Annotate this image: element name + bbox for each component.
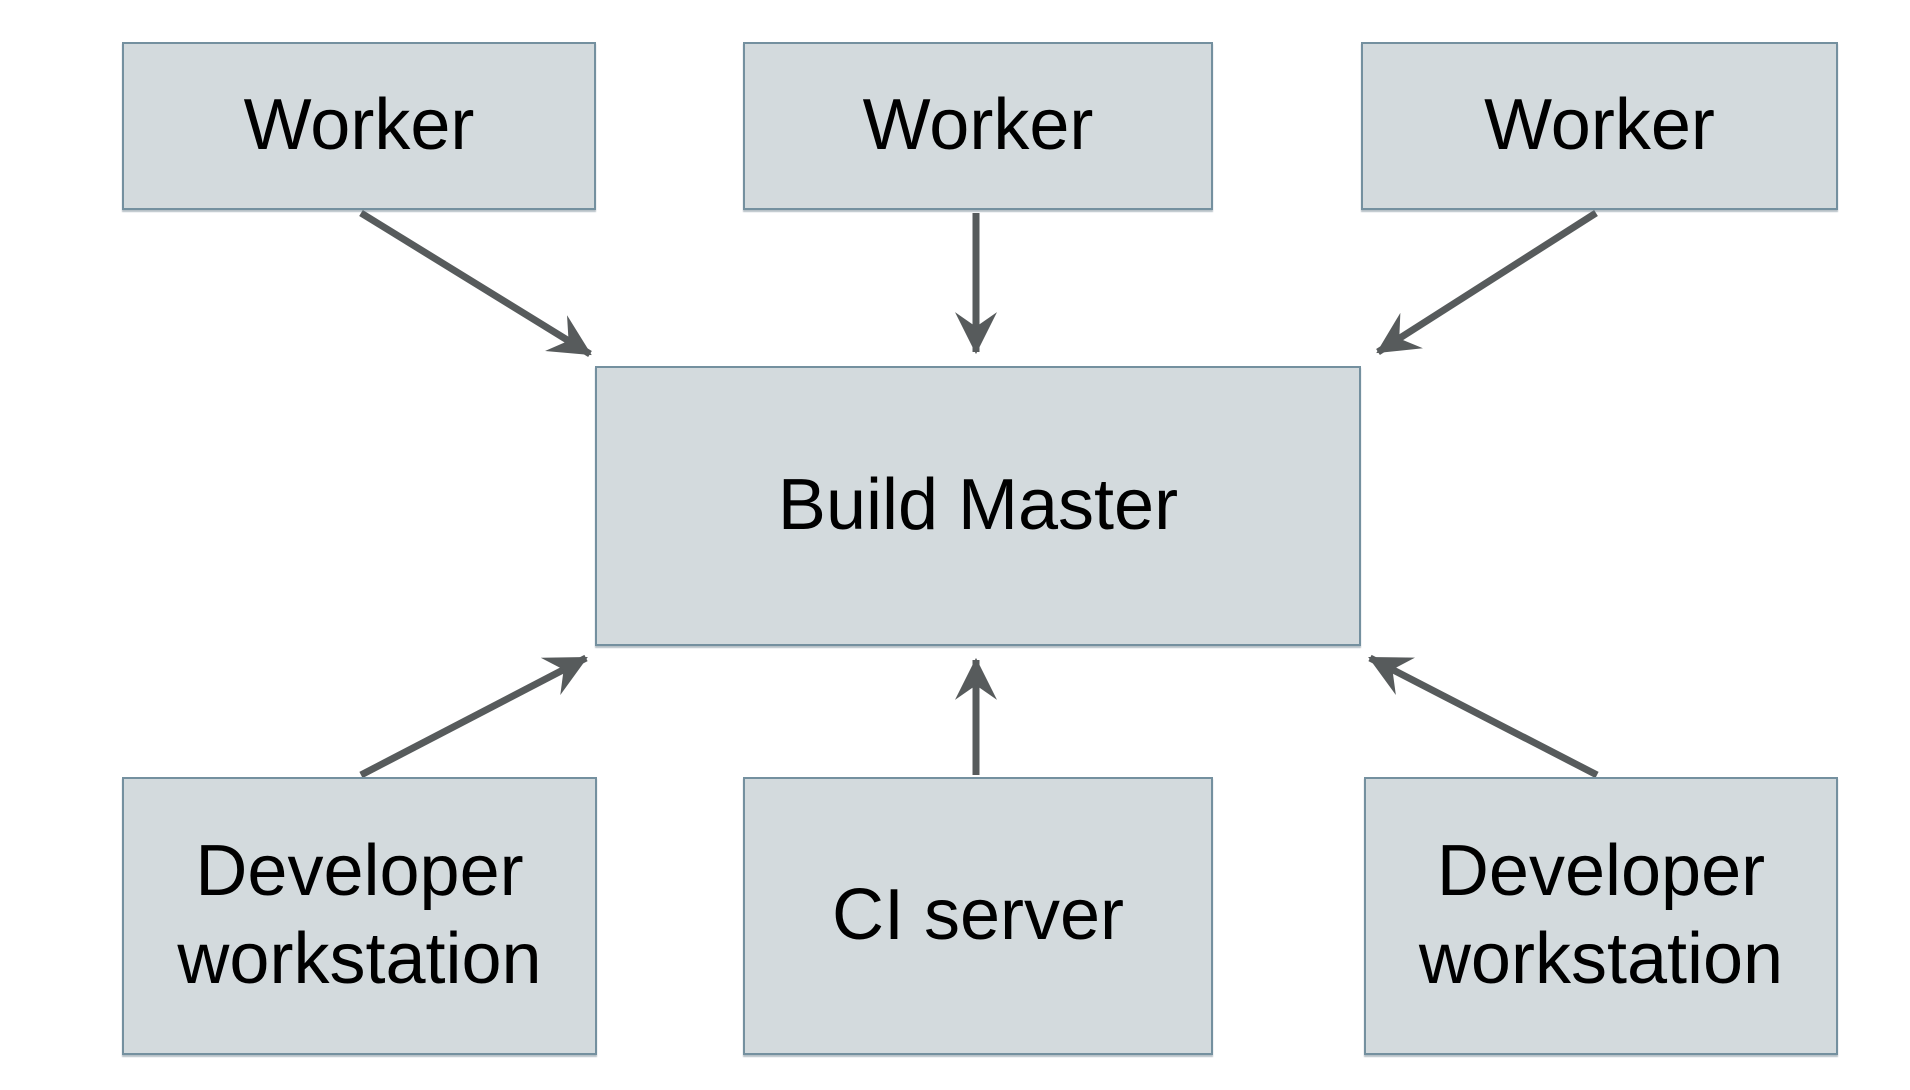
node-build-master-label: Build Master <box>777 465 1179 546</box>
node-developer-workstation-right: Developer workstation <box>1364 777 1838 1055</box>
node-ci-server-label: CI server <box>831 875 1125 956</box>
node-developer-workstation-left: Developer workstation <box>122 777 597 1055</box>
arrow-worker1-to-buildmaster <box>359 210 592 357</box>
node-developer-workstation-right-label: Developer workstation <box>1418 831 1784 999</box>
node-build-master: Build Master <box>595 366 1361 646</box>
node-worker-3-label: Worker <box>1484 85 1715 166</box>
node-ci-server: CI server <box>743 777 1213 1055</box>
node-worker-1: Worker <box>122 42 596 210</box>
node-worker-1-label: Worker <box>243 85 475 166</box>
arrow-devleft-to-buildmaster <box>359 654 588 779</box>
node-worker-2: Worker <box>743 42 1213 210</box>
arrow-devright-to-buildmaster <box>1368 654 1599 779</box>
node-developer-workstation-left-label: Developer workstation <box>177 831 542 999</box>
node-worker-3: Worker <box>1361 42 1838 210</box>
arrow-worker3-to-buildmaster <box>1376 210 1598 355</box>
node-worker-2-label: Worker <box>862 85 1094 166</box>
